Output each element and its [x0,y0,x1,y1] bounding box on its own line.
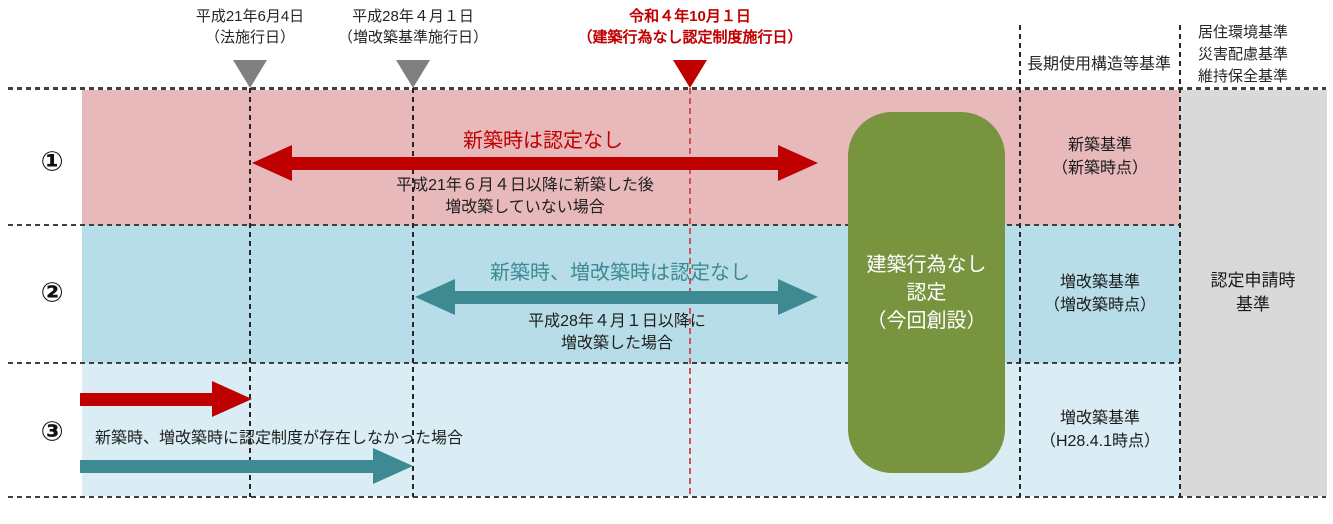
row1-description: 平成21年６月４日以降に新築した後 増改築していない場合 [396,175,654,219]
green-box-line2: 認定 [906,281,947,304]
bottom-boundary-dashed-line [8,496,1326,498]
row3-description: 新築時、増改築時に認定制度が存在しなかった場合 [95,430,464,447]
row2-standard-label: 増改築基準 （増改築時点） [1044,271,1156,317]
application-standards-line1: 認定申請時 [1210,271,1296,290]
application-column-background [1180,90,1327,496]
triangle-marker-icon [396,60,430,88]
arrow-head-left-icon [252,145,292,181]
right-standards-line: 維持保全基準 [1198,68,1289,85]
row2-number: ② [40,277,64,308]
row3-teal-arrow [80,448,413,484]
row1-number: ① [40,146,64,177]
arrow-head-right-icon [778,279,818,315]
arrow-shaft [80,459,373,473]
row2-standard-line2: （増改築時点） [1043,297,1157,314]
row2-standard-line1: 増改築基準 [1059,274,1141,291]
h21-date-dashed-line [249,88,251,497]
arrow-head-right-icon [212,381,252,417]
row1-arrow-label: 新築時は認定なし [463,130,623,152]
green-box-line1: 建築行為なし [866,253,987,276]
triangle-marker-icon [233,60,267,88]
marker-label-h28: 平成28年４月１日 （増改築基準施行日） [338,6,488,48]
application-standards-line2: 基準 [1236,295,1270,314]
marker-date: 平成21年6月4日 [195,8,305,25]
arrow-head-left-icon [415,279,455,315]
marker-date: 平成28年４月１日 [352,8,474,25]
row2-description: 平成28年４月１日以降に 増改築した場合 [528,311,706,355]
row2-row3-divider-dashed-line [8,362,1180,364]
arrow-head-right-icon [778,145,818,181]
row1-double-arrow [252,145,818,181]
right-standards-line: 災害配慮基準 [1198,46,1289,63]
marker-caption: （増改築基準施行日） [337,29,489,46]
arrow-shaft [80,392,212,406]
structure-standards-header: 長期使用構造等基準 [1026,56,1172,73]
row3-standard-line2: （H28.4.1時点） [1039,433,1161,450]
row2-double-arrow [415,279,818,315]
top-boundary-dashed-line [8,87,1326,90]
triangle-marker-red-icon [673,60,707,88]
row1-description-line2: 増改築していない場合 [445,199,605,216]
row3-number: ③ [40,416,64,447]
row1-standard-line1: 新築基準 [1067,137,1133,154]
green-box-line3: （今回創設） [866,309,987,332]
row1-row2-divider-dashed-line [8,224,1180,226]
row2-description-line2: 増改築した場合 [560,335,673,352]
right-standards-line: 居住環境基準 [1198,24,1289,41]
structure-column-left-dashed-line [1019,25,1021,497]
marker-label-h21: 平成21年6月4日 （法施行日） [196,6,304,48]
row3-standard-label: 増改築基準 （H28.4.1時点） [1040,407,1160,453]
arrow-shaft [292,156,778,170]
row2-arrow-label: 新築時、増改築時は認定なし [490,262,750,284]
right-standards-header: 居住環境基準 災害配慮基準 維持保全基準 [1198,22,1288,88]
application-column-left-dashed-line [1179,25,1181,497]
no-construction-certification-box: 建築行為なし 認定 （今回創設） [848,112,1005,473]
row3-standard-line1: 増改築基準 [1059,410,1141,427]
row1-standard-label: 新築基準 （新築時点） [1052,134,1148,180]
arrow-head-right-icon [373,448,413,484]
arrow-shaft [455,290,778,304]
marker-date: 令和４年10月１日 [629,8,751,25]
marker-caption: （建築行為なし認定制度施行日） [577,29,803,46]
row3-red-arrow [80,381,252,417]
application-standards-label: 認定申請時 基準 [1211,269,1296,317]
h28-date-dashed-line [412,88,414,497]
marker-label-r4: 令和４年10月１日 （建築行為なし認定制度施行日） [577,6,802,48]
row1-description-line1: 平成21年６月４日以降に新築した後 [396,177,654,194]
row1-standard-line2: （新築時点） [1051,160,1149,177]
marker-caption: （法施行日） [204,29,295,46]
row2-description-line1: 平成28年４月１日以降に [528,313,706,330]
